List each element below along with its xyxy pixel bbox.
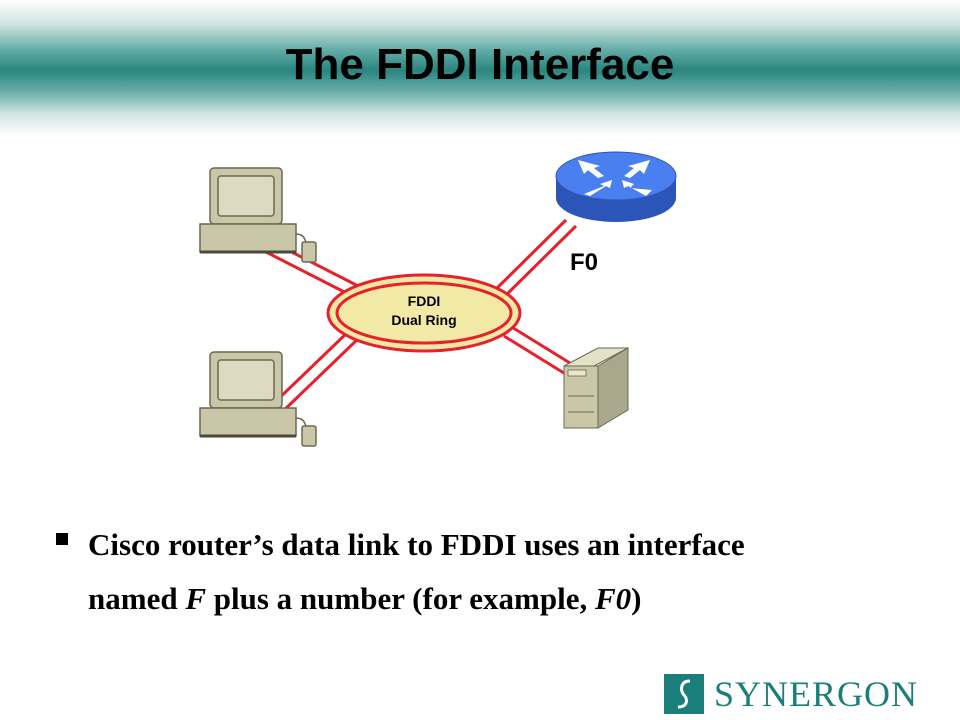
slide-title: The FDDI Interface: [285, 40, 675, 89]
link-workstation-bottom: [268, 328, 362, 416]
bullet-line2-b: F: [185, 581, 207, 616]
server-icon: [563, 347, 629, 429]
bullet-line2-d: F0: [594, 581, 632, 616]
workstation-icon: [199, 167, 317, 263]
logo-mark-icon: [664, 674, 704, 714]
router-port-label: F0: [570, 249, 598, 276]
bullet-line2-c: plus a number (for example,: [206, 581, 595, 616]
bullet-line2-a: named: [88, 581, 186, 616]
bullet-line2-e: ): [631, 581, 642, 616]
bullet-line2: named F plus a number (for example, F0): [88, 572, 918, 626]
bullet-marker: [56, 533, 68, 545]
fddi-dual-ring: FDDI Dual Ring: [326, 273, 522, 353]
link-router: [490, 218, 578, 301]
synergon-logo: SYNERGON: [664, 674, 918, 714]
header-band: [0, 0, 960, 135]
router-icon: [555, 151, 677, 222]
ring-label-line1: FDDI: [408, 293, 441, 309]
bullet-line1: Cisco router’s data link to FDDI uses an…: [88, 527, 745, 562]
logo-text: SYNERGON: [714, 674, 919, 714]
bullet-text: Cisco router’s data link to FDDI uses an…: [88, 518, 918, 626]
workstation-icon: [199, 351, 317, 447]
ring-label-line2: Dual Ring: [391, 312, 456, 328]
link-server: [503, 324, 579, 380]
